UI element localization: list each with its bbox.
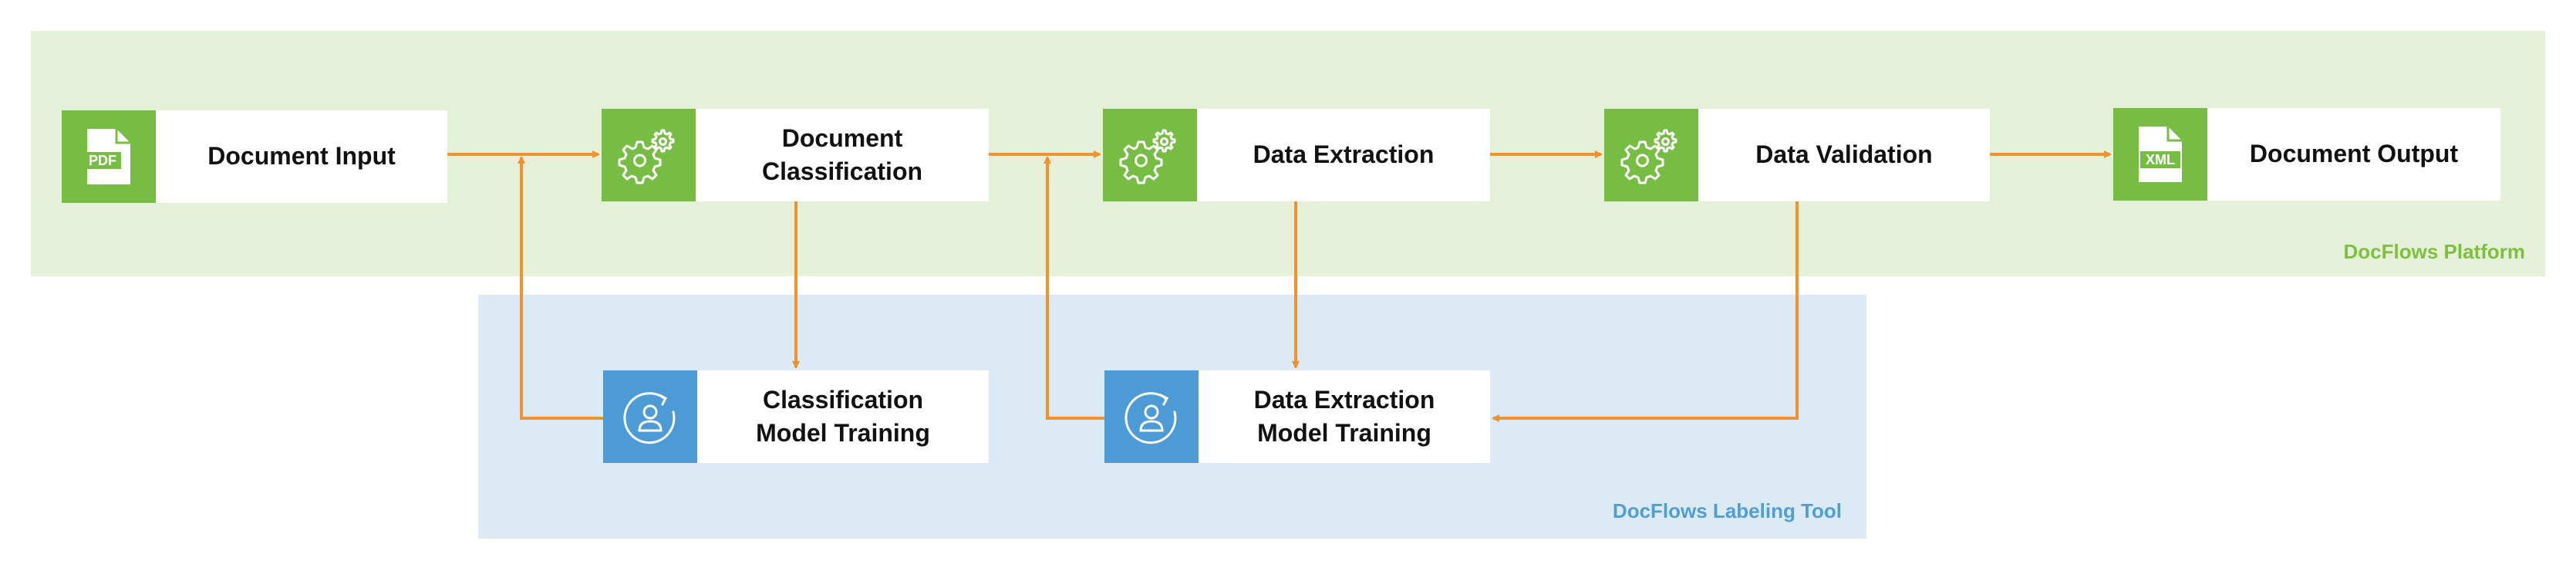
node-document-input: PDF Document Input	[62, 110, 447, 203]
pdf-file-icon: PDF	[84, 129, 130, 184]
arrow-validation-to-extract-training	[1492, 201, 1799, 422]
node-label: Document Output	[2207, 108, 2500, 201]
platform-region-label: DocFlows Platform	[2343, 240, 2525, 263]
node-data-validation: Data Validation	[1604, 109, 1990, 201]
gears-icon	[618, 129, 675, 184]
gears-icon	[1620, 129, 1677, 184]
node-label-line: Classification	[762, 385, 924, 414]
node-label: Classification Model Training	[697, 370, 989, 463]
node-label: Data Validation	[1698, 109, 1990, 201]
node-label-line: Document	[781, 123, 903, 152]
node-label-line: Data Extraction	[1253, 140, 1435, 169]
node-label: Data Extraction Model Training	[1199, 370, 1490, 463]
user-training-icon	[1124, 392, 1177, 444]
node-label-line: Document Output	[2249, 140, 2459, 168]
arrow-class-training-to-classification	[518, 156, 603, 420]
node-classification-model-training: Classification Model Training	[603, 370, 989, 463]
xml-icon-text: XML	[2146, 152, 2175, 167]
user-training-icon	[623, 392, 676, 444]
node-label: Document Classification	[696, 109, 989, 201]
arrow-extract-training-to-extraction	[1044, 156, 1104, 420]
node-data-extraction: Data Extraction	[1103, 109, 1490, 201]
node-label-line: Model Training	[756, 419, 930, 447]
node-data-extraction-model-training: Data Extraction Model Training	[1104, 370, 1490, 463]
xml-file-icon: XML	[2139, 127, 2182, 182]
node-document-output: XML Document Output	[2113, 108, 2500, 201]
node-label-line: Data Extraction	[1253, 385, 1435, 414]
node-label-line: Model Training	[1257, 419, 1431, 447]
node-label: Data Extraction	[1197, 109, 1490, 201]
node-label-line: Document Input	[207, 142, 396, 171]
node-document-classification: Document Classification	[602, 109, 989, 201]
node-label-line: Classification	[761, 157, 923, 185]
labeling-tool-region-label: DocFlows Labeling Tool	[1612, 499, 1842, 522]
node-label: Document Input	[156, 110, 447, 203]
node-label-line: Data Validation	[1755, 140, 1933, 169]
gears-icon	[1119, 129, 1176, 184]
pdf-icon-text: PDF	[89, 153, 116, 168]
